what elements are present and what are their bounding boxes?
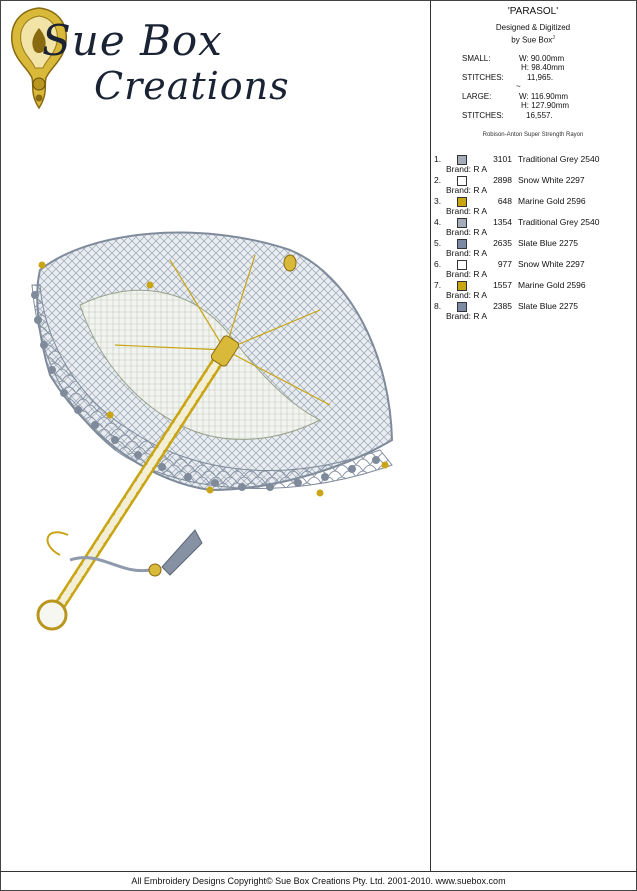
color-number: 3.: [434, 196, 442, 207]
color-brand: Brand: R A: [446, 269, 488, 280]
color-item: 6. 977 Snow White 2297 Brand: R A: [432, 259, 634, 280]
color-code: 977: [497, 259, 512, 270]
color-number: 5.: [434, 238, 442, 249]
small-width: W: 90.00mm: [519, 53, 565, 63]
separator-row: ~: [432, 82, 634, 92]
designer-line: by Sue BoxJ: [432, 33, 634, 46]
large-label: LARGE:: [462, 91, 492, 101]
color-list: 1. 3101 Traditional Grey 2540 Brand: R A…: [432, 154, 634, 322]
color-swatch: [457, 176, 467, 187]
color-number: 4.: [434, 217, 442, 228]
color-number: 1.: [434, 154, 442, 165]
color-name: Slate Blue 2275: [518, 238, 579, 249]
small-label: SMALL:: [462, 53, 491, 63]
color-item: 5. 2635 Slate Blue 2275 Brand: R A: [432, 238, 634, 259]
copyright-footer: All Embroidery Designs Copyright© Sue Bo…: [131, 876, 506, 886]
color-code: 2898: [493, 175, 512, 186]
color-name: Marine Gold 2596: [518, 196, 586, 207]
ornament-icon: [11, 7, 67, 110]
color-brand: Brand: R A: [446, 164, 488, 175]
small-stitches: 11,965.: [527, 72, 554, 82]
color-item: 3. 648 Marine Gold 2596 Brand: R A: [432, 196, 634, 217]
small-height-row: H: 98.40mm: [432, 63, 634, 73]
color-brand: Brand: R A: [446, 185, 488, 196]
color-name: Traditional Grey 2540: [518, 217, 600, 228]
designer-mark: J: [552, 35, 555, 41]
color-brand: Brand: R A: [446, 311, 488, 322]
small-height: H: 98.40mm: [521, 63, 565, 73]
color-swatch: [457, 239, 467, 250]
designed-label: Designed & Digitized: [495, 23, 571, 32]
color-name: Traditional Grey 2540: [518, 154, 600, 165]
color-brand: Brand: R A: [446, 227, 488, 238]
color-swatch: [457, 155, 467, 166]
color-swatch: [457, 281, 467, 292]
large-height: H: 127.90mm: [521, 101, 570, 111]
color-swatch: [457, 260, 467, 271]
color-name: Snow White 2297: [518, 175, 585, 186]
designed-by: Designed & Digitized by Sue BoxJ: [432, 23, 634, 46]
color-item: 1. 3101 Traditional Grey 2540 Brand: R A: [432, 154, 634, 175]
color-name: Snow White 2297: [518, 259, 585, 270]
vertical-divider: [430, 0, 431, 871]
color-code: 2635: [493, 238, 512, 249]
color-number: 6.: [434, 259, 442, 270]
color-code: 3101: [493, 154, 512, 165]
color-number: 2.: [434, 175, 442, 186]
small-stitches-label: STITCHES:: [462, 72, 504, 82]
large-width: W: 116.90mm: [519, 91, 569, 101]
small-stitches-row: STITCHES: 11,965.: [432, 73, 634, 83]
color-swatch: [457, 302, 467, 313]
design-title: 'PARASOL': [507, 6, 559, 17]
logo-line-1: Sue Box: [42, 16, 223, 65]
color-item: 7. 1557 Marine Gold 2596 Brand: R A: [432, 280, 634, 301]
color-brand: Brand: R A: [446, 248, 488, 259]
color-name: Slate Blue 2275: [518, 301, 579, 312]
large-stitches-label: STITCHES:: [462, 110, 504, 120]
color-item: 8. 2385 Slate Blue 2275 Brand: R A: [432, 301, 634, 322]
parasol-illustration: [31, 231, 394, 631]
logo-line-2: Creations: [94, 64, 290, 108]
large-height-row: H: 127.90mm: [432, 101, 634, 111]
color-brand: Brand: R A: [446, 290, 488, 301]
color-code: 1557: [493, 280, 512, 291]
color-swatch: [457, 197, 467, 208]
size-specs: SMALL: W: 90.00mm H: 98.40mm STITCHES: 1…: [432, 54, 634, 121]
small-width-row: SMALL: W: 90.00mm: [432, 54, 634, 64]
color-number: 8.: [434, 301, 442, 312]
color-name: Marine Gold 2596: [518, 280, 586, 291]
color-item: 2. 2898 Snow White 2297 Brand: R A: [432, 175, 634, 196]
separator-tilde: ~: [516, 82, 521, 92]
thread-brand: Robison-Anton Super Strength Rayon: [482, 132, 584, 139]
color-code: 648: [497, 196, 512, 207]
color-code: 1354: [493, 217, 512, 228]
color-item: 4. 1354 Traditional Grey 2540 Brand: R A: [432, 217, 634, 238]
color-swatch: [457, 218, 467, 229]
large-width-row: LARGE: W: 116.90mm: [432, 92, 634, 102]
color-number: 7.: [434, 280, 442, 291]
color-code: 2385: [493, 301, 512, 312]
designer-name: by Sue Box: [511, 35, 553, 45]
logo: Sue Box Creations: [8, 6, 289, 111]
footer-divider: [0, 871, 637, 872]
large-stitches-row: STITCHES: 16,557.: [432, 111, 634, 121]
large-stitches: 16,557.: [526, 110, 553, 120]
design-info: 'PARASOL' Designed & Digitized by Sue Bo…: [432, 4, 634, 322]
color-brand: Brand: R A: [446, 206, 488, 217]
